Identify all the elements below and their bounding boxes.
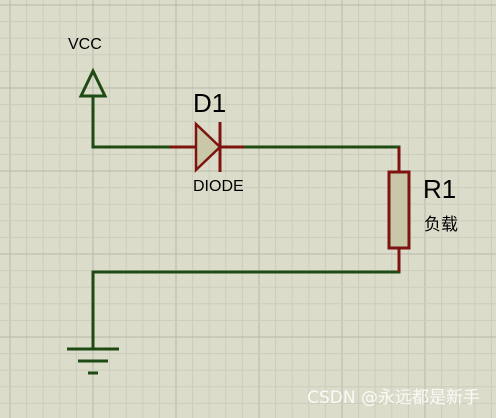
resistor-body: [387, 170, 411, 250]
diode-value-label: DIODE: [193, 178, 244, 195]
wire-diode-to-resistor: [242, 145, 401, 170]
wire-resistor-to-ground: [91, 250, 401, 350]
wire-vcc-to-diode: [91, 94, 172, 149]
ground-symbol[interactable]: [67, 347, 119, 375]
power-arrow-icon: [78, 67, 108, 98]
diode-ref-label: D1: [193, 88, 227, 118]
wires: [91, 94, 401, 350]
resistor-value-label: 负载: [424, 215, 458, 235]
vcc-label: VCC: [68, 36, 102, 53]
resistor-ref-label: R1: [423, 174, 457, 204]
watermark: CSDN @永远都是新手: [307, 388, 480, 408]
vcc-terminal[interactable]: [78, 67, 108, 98]
resistor-r1[interactable]: [387, 147, 411, 272]
diode-d1[interactable]: [170, 121, 244, 173]
diode-body: [194, 121, 222, 173]
